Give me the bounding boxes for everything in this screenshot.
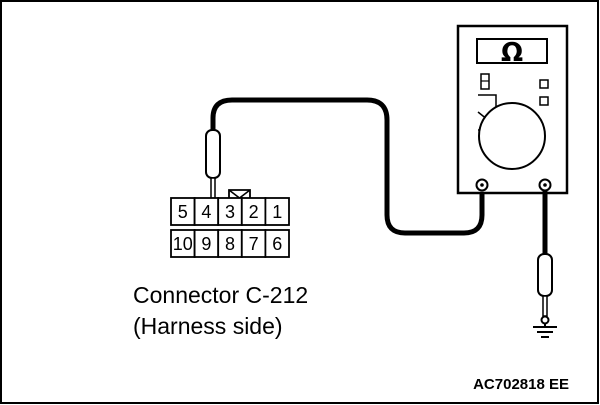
meter-button <box>539 79 549 89</box>
connector-side-label: (Harness side) <box>133 313 283 339</box>
meter-unit-symbol: Ω <box>501 38 523 68</box>
connector-pin-number: 6 <box>272 234 282 254</box>
connector-pin-number: 2 <box>249 202 259 222</box>
meter-rotary-dial <box>478 102 546 170</box>
multimeter: Ω <box>456 24 569 195</box>
test-lead-wire-left <box>210 97 485 236</box>
test-probe-right <box>537 253 553 317</box>
connector-pin-number: 1 <box>272 202 282 222</box>
connector-pin-number: 4 <box>201 202 211 222</box>
connector-pin-number: 7 <box>249 234 259 254</box>
test-probe-left <box>205 129 221 205</box>
connector-latch <box>228 189 251 198</box>
connector-name: Connector C-212 <box>133 282 308 308</box>
meter-display <box>476 38 548 64</box>
connector-pin-number: 3 <box>225 202 235 222</box>
ground-icon <box>533 315 557 338</box>
meter-button <box>539 96 549 106</box>
connector-pin-number: 5 <box>178 202 188 222</box>
connector-pin-number: 10 <box>173 234 193 254</box>
connector-pin-cavity <box>264 197 290 226</box>
connector-pin-cavity <box>264 229 290 258</box>
connector-pin-number: 9 <box>201 234 211 254</box>
connector-pin-number: 8 <box>225 234 235 254</box>
figure-code: AC702818 EE <box>473 376 569 393</box>
